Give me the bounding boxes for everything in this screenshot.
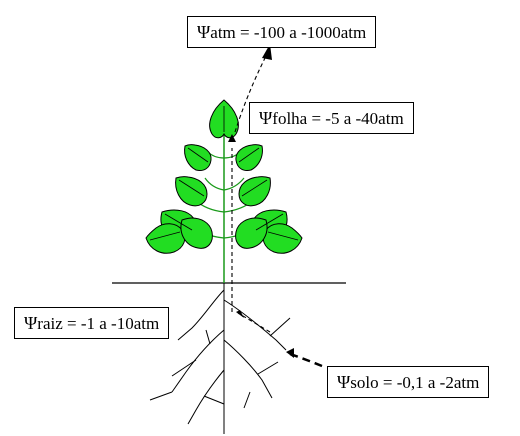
value-text: = -100 a -1000atm [236, 23, 366, 42]
value-text: = -5 a -40atm [307, 109, 403, 128]
subscript: folha [272, 109, 307, 128]
psi-symbol: Ψ [337, 372, 350, 392]
value-text: = -1 a -10atm [63, 314, 159, 333]
value-text: = -0,1 a -2atm [379, 373, 480, 392]
leaf-potential-label: Ψfolha = -5 a -40atm [249, 102, 414, 134]
soil-flow-arrow [290, 354, 322, 366]
roots [150, 283, 290, 434]
psi-symbol: Ψ [259, 108, 272, 128]
arrowhead-soil [286, 348, 294, 358]
subscript: raiz [37, 314, 62, 333]
subscript: atm [210, 23, 236, 42]
soil-potential-label: Ψsolo = -0,1 a -2atm [327, 366, 489, 398]
arrowhead-root [236, 310, 244, 318]
root-potential-label: Ψraiz = -1 a -10atm [14, 307, 169, 339]
psi-symbol: Ψ [197, 22, 210, 42]
leaf [263, 224, 302, 254]
leaf [236, 218, 267, 248]
leaf [181, 218, 212, 248]
subscript: solo [350, 373, 378, 392]
atmosphere-potential-label: Ψatm = -100 a -1000atm [187, 16, 376, 48]
leaf [146, 224, 185, 254]
psi-symbol: Ψ [24, 313, 37, 333]
